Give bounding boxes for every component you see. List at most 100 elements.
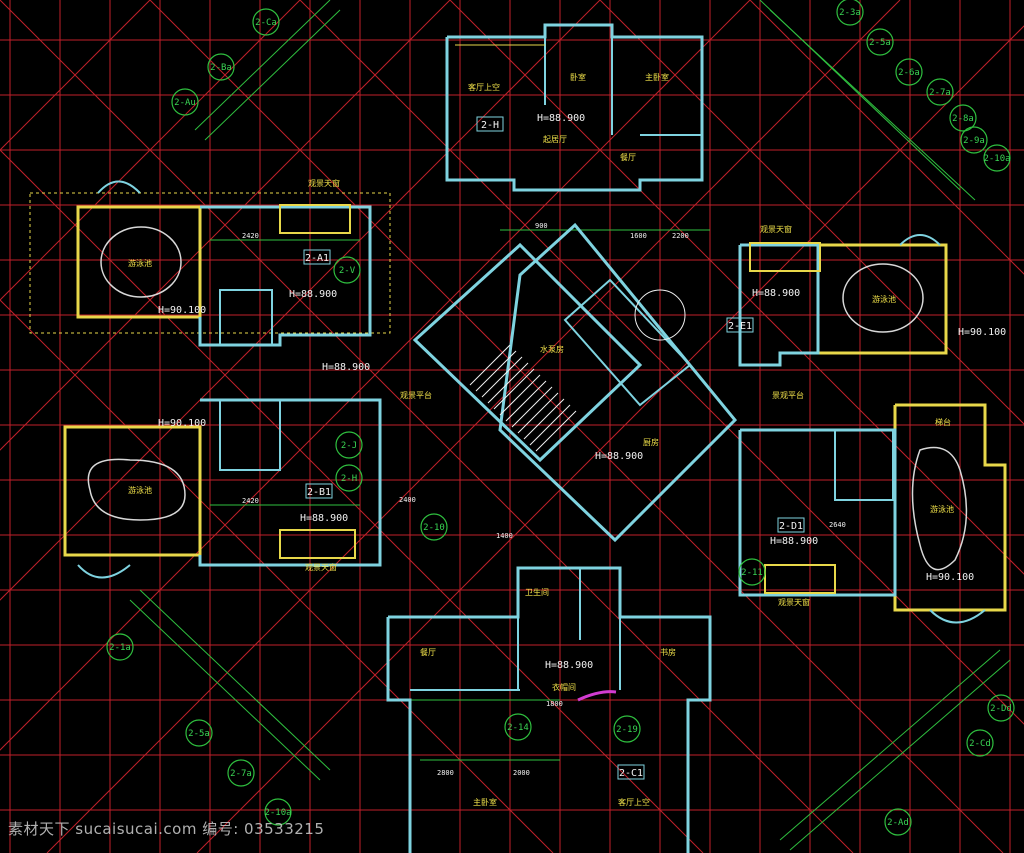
pool-west-lower: [87, 458, 186, 521]
stair-tread: [535, 410, 577, 452]
elevation-south: H=88.900: [545, 660, 593, 671]
elevation-east-lower: H=88.900: [770, 536, 818, 547]
svg-text:2-19: 2-19: [616, 725, 638, 735]
svg-text:2000: 2000: [513, 769, 530, 777]
svg-text:2-B1: 2-B1: [307, 487, 331, 498]
grid-line-diagonal: [196, 25, 1024, 853]
east-upper-unit: [738, 234, 948, 367]
svg-text:2-Au: 2-Au: [174, 98, 196, 108]
pool-east-upper: [842, 263, 924, 333]
svg-text:2-Ca: 2-Ca: [255, 18, 277, 28]
svg-text:2-H: 2-H: [341, 474, 357, 484]
central-core: [412, 222, 738, 543]
svg-text:主卧室: 主卧室: [645, 72, 669, 82]
svg-text:900: 900: [535, 222, 548, 230]
svg-text:2420: 2420: [242, 497, 259, 505]
svg-text:2-D1: 2-D1: [779, 521, 803, 532]
stair-tread: [487, 362, 529, 404]
svg-text:2420: 2420: [242, 232, 259, 240]
svg-text:起居厅: 起居厅: [543, 135, 567, 144]
svg-text:2-9a: 2-9a: [963, 136, 985, 146]
grid-line-diagonal: [599, 0, 1024, 425]
pool-west-upper: [100, 226, 182, 298]
svg-text:2-10a: 2-10a: [264, 808, 291, 818]
stair-tread: [511, 386, 553, 428]
grid-line-diagonal: [0, 0, 451, 451]
svg-text:卧室: 卧室: [570, 72, 586, 82]
stair-tread: [481, 356, 523, 398]
grid-line-diagonal: [0, 0, 854, 853]
grid-line-diagonal: [449, 0, 1024, 575]
svg-text:2-J: 2-J: [341, 441, 357, 451]
elevation-east-upper-pool: H=90.100: [958, 327, 1006, 338]
svg-text:主卧室: 主卧室: [473, 797, 497, 807]
svg-text:2-V: 2-V: [339, 266, 356, 276]
elevation-west-terrace: H=88.900: [322, 362, 370, 373]
svg-text:2-7a: 2-7a: [929, 88, 951, 98]
svg-text:2800: 2800: [437, 769, 454, 777]
west-upper-unit: [29, 180, 391, 347]
grid-line-diagonal: [0, 149, 704, 853]
svg-text:2-1a: 2-1a: [109, 643, 131, 653]
stair-tread: [523, 398, 565, 440]
svg-text:2400: 2400: [399, 496, 416, 504]
dimension-labels: 2420 2420 1400 2400 900 2200 1600 2800 2…: [242, 222, 846, 777]
pool-hatches: [87, 226, 968, 571]
svg-text:游泳池: 游泳池: [128, 485, 152, 495]
elevation-east-upper: H=88.900: [752, 288, 800, 299]
elevation-north: H=88.900: [537, 113, 585, 124]
elevation-core: H=88.900: [595, 451, 643, 462]
elevation-west-upper: H=88.900: [289, 289, 337, 300]
svg-text:观景平台: 观景平台: [400, 390, 432, 400]
svg-text:卫生间: 卫生间: [525, 587, 549, 597]
svg-text:1600: 1600: [630, 232, 647, 240]
west-lower-unit: [63, 398, 382, 579]
stair-tread: [517, 392, 559, 434]
svg-text:观景天窗: 观景天窗: [308, 178, 340, 188]
svg-text:景观平台: 景观平台: [772, 390, 804, 400]
svg-text:2-7a: 2-7a: [230, 769, 252, 779]
elevation-west-lower-pool: H=90.100: [158, 418, 206, 429]
south-unit-walls: [386, 566, 712, 853]
svg-text:2-14: 2-14: [507, 723, 529, 733]
svg-text:水泵房: 水泵房: [540, 344, 564, 354]
north-unit-walls: [445, 23, 704, 192]
svg-text:2-A1: 2-A1: [305, 253, 329, 264]
grid-line-diagonal: [0, 0, 301, 301]
svg-text:游泳池: 游泳池: [128, 258, 152, 268]
grid-line-diagonal: [749, 0, 1024, 275]
svg-text:梯台: 梯台: [935, 417, 951, 427]
pool-east-lower: [911, 446, 968, 571]
svg-text:2-3a: 2-3a: [839, 8, 861, 18]
svg-text:1400: 1400: [496, 532, 513, 540]
svg-text:2640: 2640: [829, 521, 846, 529]
stair-tread: [505, 380, 547, 422]
svg-text:游泳池: 游泳池: [930, 504, 954, 514]
svg-text:1800: 1800: [546, 700, 563, 708]
east-lower-unit: [738, 403, 1007, 624]
svg-text:2-5a: 2-5a: [869, 38, 891, 48]
svg-text:2-Ba: 2-Ba: [210, 63, 232, 73]
svg-text:2-H: 2-H: [481, 120, 499, 131]
svg-text:2-Ad: 2-Ad: [887, 818, 909, 828]
svg-text:2-C1: 2-C1: [619, 768, 643, 779]
elevation-labels: H=88.900 H=90.100 H=88.900 H=90.100 H=88…: [158, 113, 1006, 671]
svg-text:观景天窗: 观景天窗: [305, 562, 337, 572]
svg-text:观景天窗: 观景天窗: [760, 224, 792, 234]
stair-tread: [469, 344, 511, 386]
elevation-east-lower-pool: H=90.100: [926, 572, 974, 583]
svg-text:2-11: 2-11: [741, 568, 763, 578]
svg-text:衣帽间: 衣帽间: [552, 682, 576, 692]
stair-tread: [529, 404, 571, 446]
grid-line-diagonal: [46, 0, 901, 853]
watermark-text: 素材天下 sucaisucai.com 编号: 03533215: [8, 820, 325, 838]
svg-text:观景天窗: 观景天窗: [778, 597, 810, 607]
stair-tread: [499, 374, 541, 416]
svg-text:客厅上空: 客厅上空: [468, 82, 500, 92]
stair-tread: [493, 368, 535, 410]
svg-text:2-6a: 2-6a: [898, 68, 920, 78]
svg-text:2-Cd: 2-Cd: [969, 739, 991, 749]
grid-line-diagonal: [0, 0, 151, 151]
elevation-west-lower: H=88.900: [300, 513, 348, 524]
